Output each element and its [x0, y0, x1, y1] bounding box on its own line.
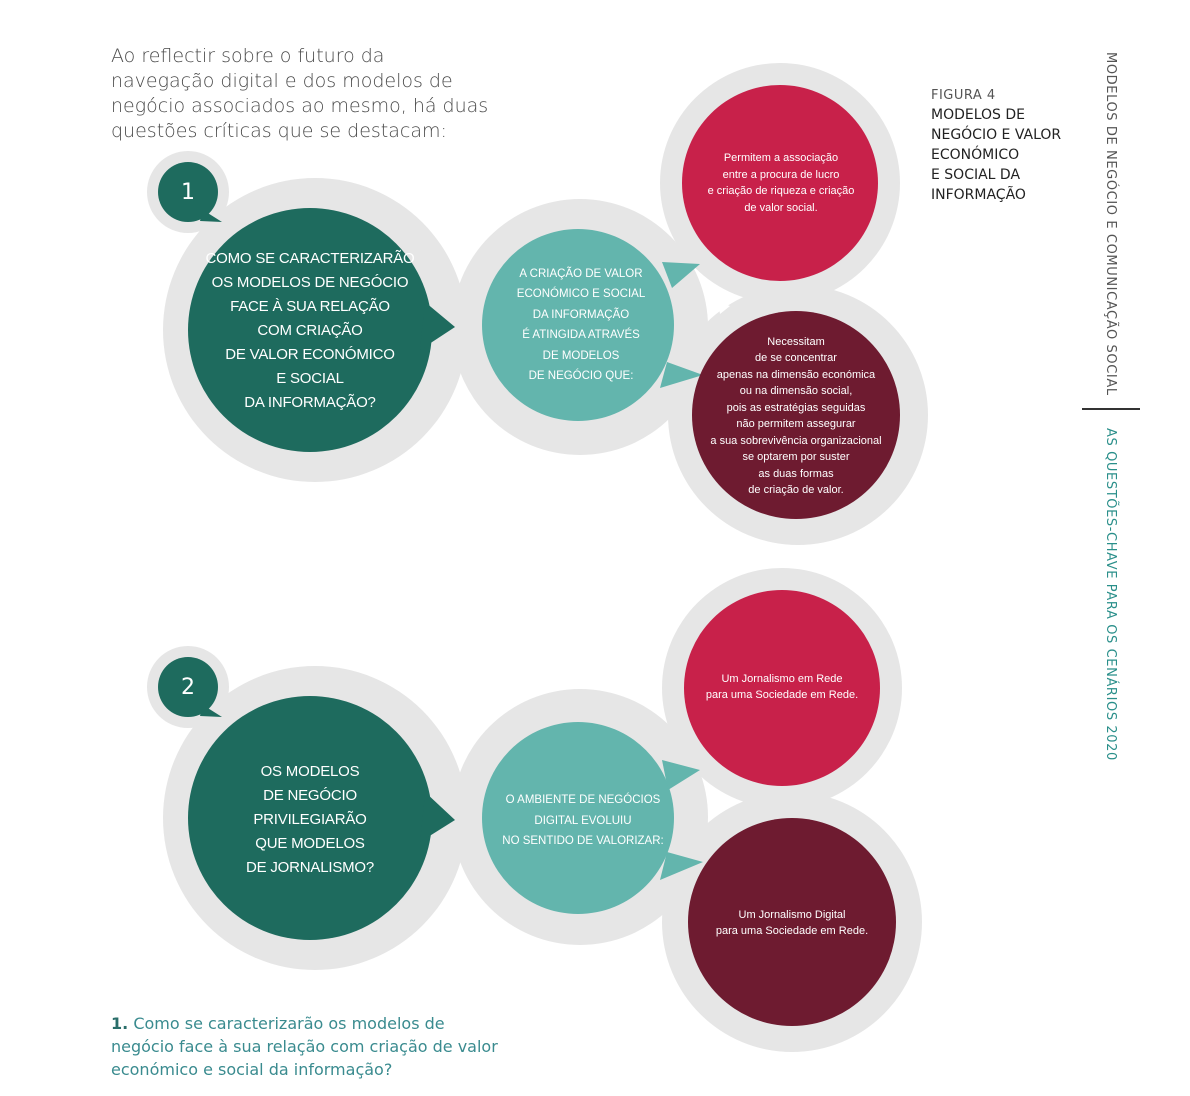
figure-caption: FIGURA 4 MODELOS DE NEGÓCIO E VALOR ECON… — [931, 88, 1081, 205]
block2-question-tail — [420, 792, 455, 842]
block2-middle-tail-bottom — [660, 852, 703, 880]
footnote-text: Como se caracterizarão os modelos de neg… — [111, 1014, 498, 1079]
block1-answer-top-text: Permitem a associação entre a procura de… — [707, 152, 855, 214]
block2-number-circle — [158, 657, 218, 717]
block1-white-pointer — [718, 302, 730, 314]
side-header-section: MODELOS DE NEGÓCIO E COMUNICAÇÃO SOCIAL — [1103, 52, 1118, 396]
side-header-divider — [1082, 408, 1140, 410]
block2-shapes — [147, 568, 922, 1052]
block1-middle-text: A CRIAÇÃO DE VALOR ECONÓMICO E SOCIAL DA… — [516, 267, 646, 383]
block1-answer-bottom-text: Necessitam de se concentrar apenas na di… — [710, 335, 882, 497]
block2-middle-circle — [482, 722, 674, 914]
block2-answer-top-text: Um Jornalismo em Rede para uma Sociedade… — [705, 672, 859, 702]
block1-number-circle — [158, 162, 218, 222]
block1-middle-tail-top — [662, 262, 700, 288]
block2-question-text: OS MODELOS DE NEGÓCIO PRIVILEGIARÃO QUE … — [245, 763, 375, 876]
block1-answer-bottom-circle — [692, 311, 900, 519]
block2-number: 2 — [181, 674, 195, 700]
block2-number-tail — [200, 705, 222, 717]
block1-number-tail — [200, 210, 222, 222]
block1-middle-circle — [482, 229, 674, 421]
block1-question-text: COMO SE CARACTERIZARÃO OS MODELOS DE NEG… — [205, 250, 415, 411]
block1-question-circle — [188, 208, 432, 452]
footnote-number: 1. — [111, 1014, 129, 1033]
figure-label: FIGURA 4 — [931, 88, 996, 103]
block2-question-circle — [188, 696, 432, 940]
block1-question-tail — [420, 302, 455, 350]
side-header-chapter: AS QUESTÕES-CHAVE PARA OS CENÁRIOS 2020 — [1103, 428, 1118, 761]
block1-middle-tail-bottom — [660, 362, 703, 388]
block1-shapes — [147, 63, 928, 545]
block2-answer-bottom-circle — [688, 818, 896, 1026]
footnote: 1. Como se caracterizarão os modelos de … — [111, 1012, 511, 1081]
block2-middle-tail-top — [662, 760, 700, 790]
block2-answer-bottom-text: Um Jornalismo Digital para uma Sociedade… — [715, 908, 869, 938]
figure-title: MODELOS DE NEGÓCIO E VALOR ECONÓMICO E S… — [931, 107, 1062, 203]
block2-middle-text: O AMBIENTE DE NEGÓCIOS DIGITAL EVOLUIU N… — [502, 794, 664, 848]
block1-answer-top-circle — [682, 85, 878, 281]
intro-paragraph: Ao reflectir sobre o futuro da navegação… — [111, 45, 489, 142]
block2-answer-top-circle — [684, 590, 880, 786]
block1-number: 1 — [181, 179, 195, 205]
